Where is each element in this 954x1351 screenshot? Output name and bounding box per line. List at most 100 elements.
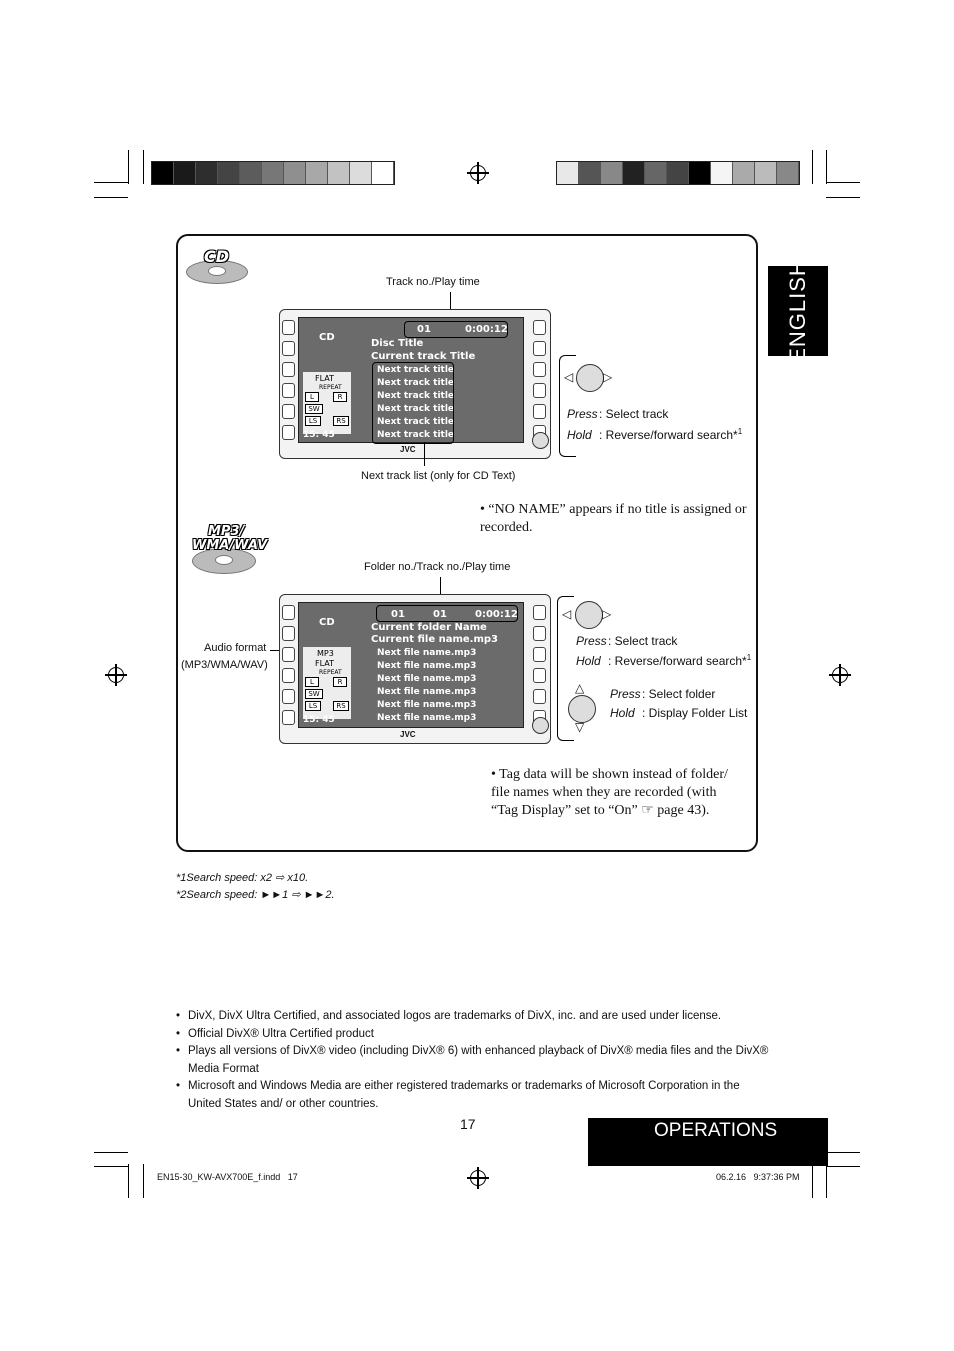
color-swatch bbox=[601, 162, 623, 184]
press-text: Select track bbox=[605, 407, 669, 421]
device-volume-knob bbox=[532, 717, 549, 734]
crop-mark bbox=[826, 197, 860, 198]
clock: 15: 45 bbox=[303, 430, 335, 440]
mp3-disc-label-2: WMA/WAV bbox=[192, 538, 268, 553]
crop-mark bbox=[94, 1152, 128, 1153]
eq-label: FLAT bbox=[315, 659, 334, 668]
cd-callout-bottom: Next track list (only for CD Text) bbox=[361, 470, 516, 482]
color-swatch bbox=[689, 162, 711, 184]
hold2-text: Display Folder List bbox=[648, 706, 748, 720]
cd-disc-label: CD bbox=[204, 247, 230, 266]
play-time: 0:00:12 bbox=[465, 324, 508, 335]
legal-item: Official DivX® Ultra Certified product bbox=[176, 1026, 776, 1044]
english-tab-label: ENGLISH bbox=[785, 259, 810, 363]
speaker-sw: SW bbox=[305, 689, 323, 699]
english-tab: ENGLISH bbox=[768, 259, 828, 363]
left-right-control-icon bbox=[576, 364, 604, 392]
cd-callout-top: Track no./Play time bbox=[386, 276, 480, 288]
color-swatch bbox=[645, 162, 667, 184]
arrow-left-icon: ◁ bbox=[564, 370, 574, 384]
device-left-buttons bbox=[282, 320, 295, 440]
cd-screen: CD 01 0:00:12 Disc Title Current track T… bbox=[298, 317, 524, 443]
press2-text: Select folder bbox=[648, 687, 716, 701]
crop-mark bbox=[812, 150, 813, 184]
press-label: Press bbox=[567, 407, 598, 421]
list-item: Next file name.mp3 bbox=[377, 674, 477, 684]
repeat-label: REPEAT bbox=[319, 384, 342, 391]
legal-item: Plays all versions of DivX® video (inclu… bbox=[176, 1043, 776, 1078]
mp3-note: • Tag data will be shown instead of fold… bbox=[491, 767, 728, 818]
registration-mark-icon bbox=[467, 1167, 489, 1189]
mp3-control-bracket bbox=[557, 596, 574, 741]
color-swatch bbox=[711, 162, 733, 184]
color-swatch bbox=[557, 162, 579, 184]
color-swatch bbox=[372, 162, 394, 184]
color-bar-left bbox=[151, 161, 395, 185]
arrow-down-icon: ▽ bbox=[575, 720, 585, 734]
crop-mark bbox=[94, 197, 128, 198]
hold-text: Reverse/forward search* bbox=[605, 428, 738, 442]
speaker-rs: RS bbox=[333, 701, 349, 711]
color-swatch bbox=[733, 162, 755, 184]
footnote-2: *2Search speed: ►►1 ⇨ ►►2. bbox=[176, 888, 335, 901]
mp3-hold2-line: Hold: Display Folder List bbox=[610, 706, 748, 720]
list-item: Next file name.mp3 bbox=[377, 687, 477, 697]
color-swatch bbox=[174, 162, 196, 184]
cd-disc-hole bbox=[208, 266, 226, 276]
device-right-buttons bbox=[533, 605, 546, 725]
mp3-disc-icon bbox=[192, 548, 256, 574]
mp3-callout-left-1: Audio format bbox=[204, 642, 267, 654]
speaker-l: L bbox=[305, 677, 319, 687]
play-time: 0:00:12 bbox=[475, 609, 518, 620]
speaker-r: R bbox=[333, 677, 347, 687]
mp3-press-line: Press: Select track bbox=[576, 634, 678, 648]
operations-tab: OPERATIONS bbox=[588, 1118, 828, 1166]
callout-line bbox=[450, 292, 451, 322]
crop-mark bbox=[826, 150, 827, 184]
hold-label: Hold bbox=[576, 654, 601, 668]
cd-note-text: “NO NAME” appears if no title is assigne… bbox=[480, 502, 747, 535]
color-swatch bbox=[262, 162, 284, 184]
footnote-mark: *1 bbox=[176, 872, 187, 884]
color-swatch bbox=[623, 162, 645, 184]
device-brand: JVC bbox=[400, 445, 416, 454]
disc-title: Disc Title bbox=[371, 338, 424, 349]
format-label: MP3 bbox=[317, 649, 334, 658]
press2-label: Press bbox=[610, 687, 641, 701]
speaker-sw: SW bbox=[305, 404, 323, 414]
folder-track-time-highlight bbox=[376, 605, 518, 622]
track-time-highlight bbox=[404, 321, 508, 338]
crop-mark bbox=[826, 1152, 860, 1153]
color-swatch bbox=[755, 162, 777, 184]
crop-mark bbox=[826, 1166, 860, 1167]
list-item: Next track title bbox=[377, 404, 455, 414]
speaker-ls: LS bbox=[305, 416, 321, 426]
color-swatch bbox=[350, 162, 372, 184]
color-swatch bbox=[218, 162, 240, 184]
next-list-highlight bbox=[372, 362, 454, 444]
press-text: Select track bbox=[614, 634, 678, 648]
list-item: Next file name.mp3 bbox=[377, 648, 477, 658]
slug-file: EN15-30_KW-AVX700E_f.indd 17 bbox=[157, 1172, 298, 1182]
crop-mark bbox=[826, 1164, 827, 1198]
mp3-screen: CD 01 01 0:00:12 Current folder Name Cur… bbox=[298, 602, 524, 728]
mp3-disc-hole bbox=[215, 555, 233, 565]
page-number: 17 bbox=[460, 1116, 476, 1132]
hold-sup: 1 bbox=[746, 653, 752, 662]
press-label: Press bbox=[576, 634, 607, 648]
track-number: 01 bbox=[417, 324, 431, 335]
source-label: CD bbox=[319, 617, 335, 628]
source-label: CD bbox=[319, 332, 335, 343]
footnote-text: Search speed: ►►1 ⇨ ►►2. bbox=[186, 889, 335, 901]
list-item: Next track title bbox=[377, 365, 455, 375]
list-item: Next track title bbox=[377, 378, 455, 388]
clock: 15: 45 bbox=[303, 715, 335, 725]
crop-mark bbox=[128, 1164, 129, 1198]
eq-panel: MP3 FLAT REPEAT L R SW LS RS bbox=[303, 647, 351, 719]
speaker-l: L bbox=[305, 392, 319, 402]
list-item: Next file name.mp3 bbox=[377, 661, 477, 671]
arrow-right-icon: ▷ bbox=[603, 370, 613, 384]
device-left-buttons bbox=[282, 605, 295, 725]
cd-disc-icon bbox=[186, 260, 248, 284]
folder-name: Current folder Name bbox=[371, 622, 487, 633]
